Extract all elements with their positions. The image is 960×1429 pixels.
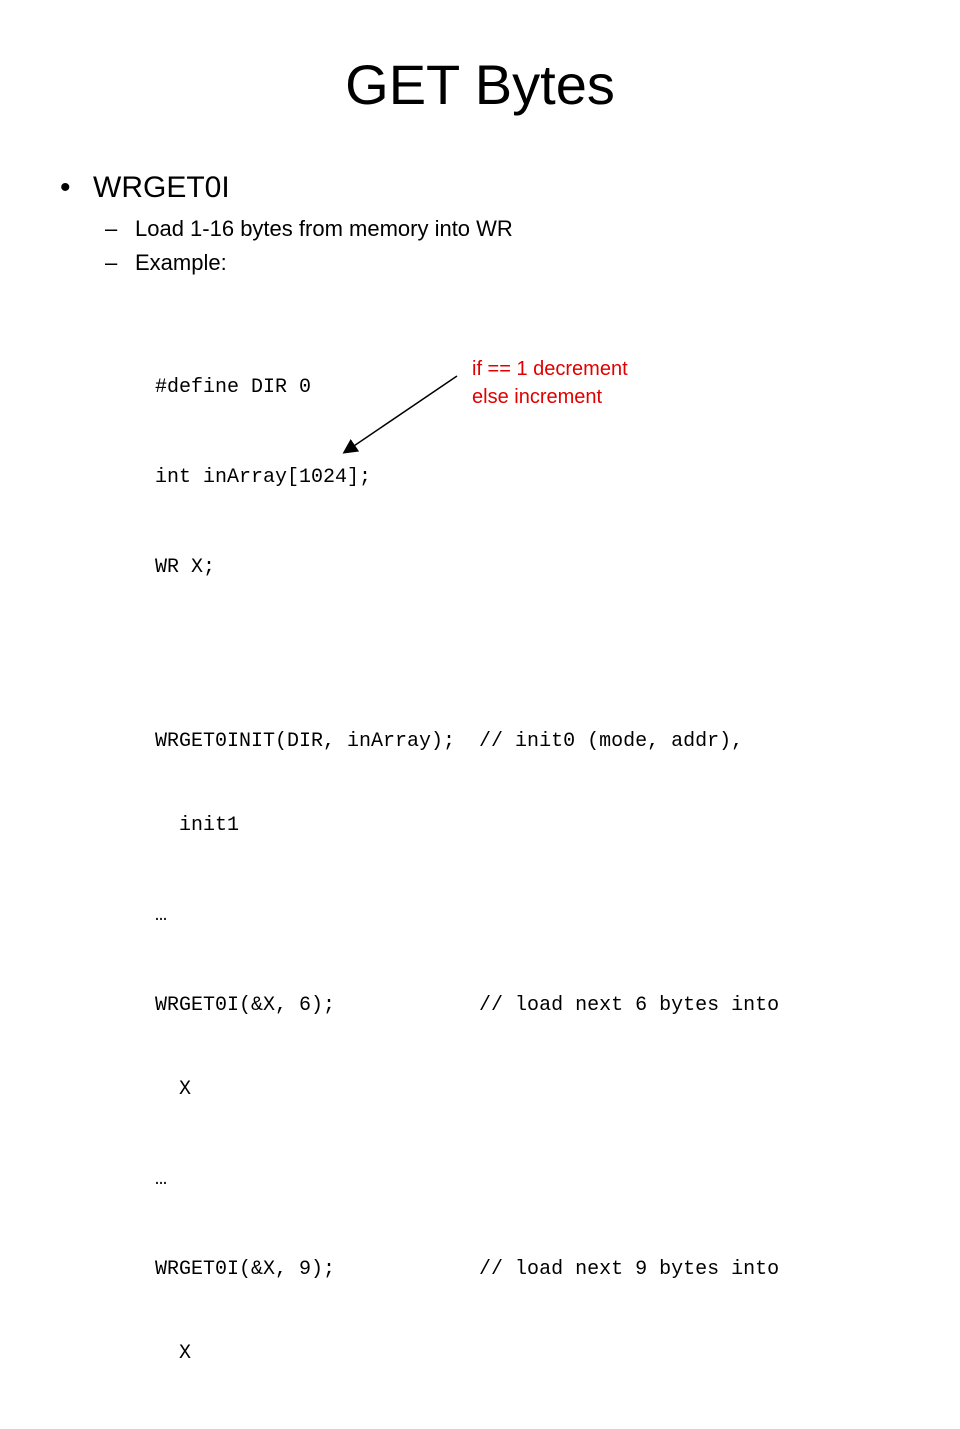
code-line-ellipsis: … bbox=[155, 1168, 168, 1191]
dash-symbol: – bbox=[105, 250, 118, 275]
sub-item-text: Load 1-16 bytes from memory into WR bbox=[135, 216, 513, 241]
bullet-symbol: • bbox=[60, 171, 71, 204]
code-line: WRGET0INIT(DIR, inArray); // init0 (mode… bbox=[155, 730, 744, 753]
code-line-ellipsis: … bbox=[155, 904, 168, 927]
code-line-continuation: X bbox=[179, 1342, 192, 1365]
slide-title: GET Bytes bbox=[345, 53, 615, 116]
code-line: int inArray[1024]; bbox=[155, 466, 372, 489]
dash-symbol: – bbox=[105, 216, 118, 241]
sub-item-load: –Load 1-16 bytes from memory into WR bbox=[105, 215, 513, 243]
code-line-continuation: init1 bbox=[179, 814, 240, 837]
code-line: WRGET0I(&X, 6); // load next 6 bytes int… bbox=[155, 994, 780, 1017]
code-line-continuation: X bbox=[179, 1078, 192, 1101]
bullet-text: WRGET0I bbox=[93, 171, 230, 204]
annotation-line: else increment bbox=[472, 386, 603, 408]
code-line: #define DIR 0 bbox=[155, 376, 312, 399]
arrow-line bbox=[342, 375, 458, 454]
code-line: WR X; bbox=[155, 556, 216, 579]
sub-item-text: Example: bbox=[135, 250, 227, 275]
annotation-note: if == 1 decrement else increment bbox=[472, 355, 628, 411]
bullet-item: • WRGET0I bbox=[60, 168, 230, 208]
sub-item-example: –Example: bbox=[105, 249, 227, 277]
code-line: WRGET0I(&X, 9); // load next 9 bytes int… bbox=[155, 1258, 780, 1281]
annotation-arrow bbox=[342, 375, 458, 454]
annotation-line: if == 1 decrement bbox=[472, 358, 628, 380]
